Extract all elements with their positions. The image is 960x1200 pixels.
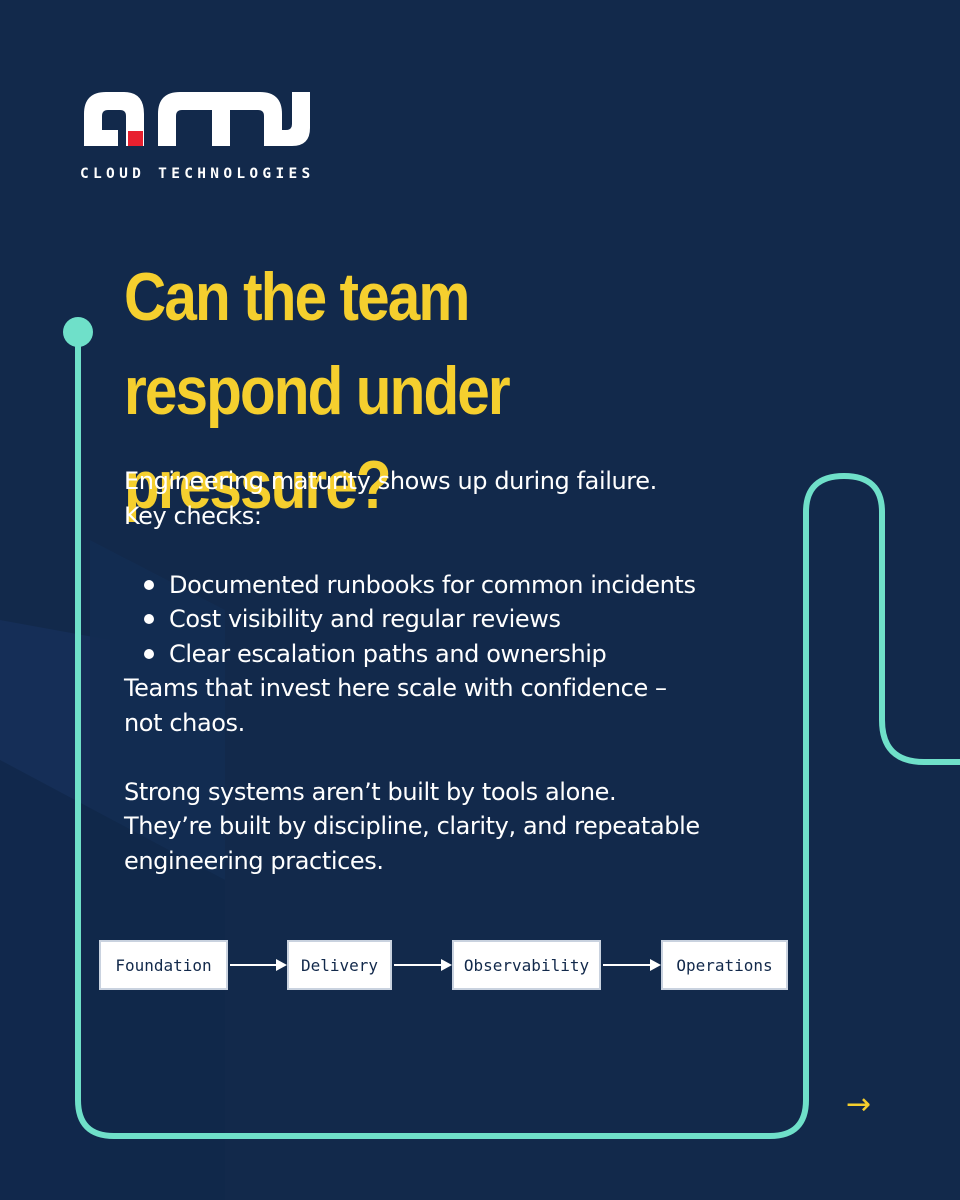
- intro-line: Engineering maturity shows up during fai…: [124, 467, 657, 495]
- amj-logo: [84, 92, 310, 146]
- outcome-line: Teams that invest here scale with confid…: [124, 674, 667, 702]
- closing-line: engineering practices.: [124, 846, 384, 875]
- list-item: Clear escalation paths and ownership: [144, 637, 824, 672]
- outcome-line: not chaos.: [124, 708, 245, 737]
- arrow-right-icon[interactable]: →: [846, 1087, 872, 1122]
- flow-arrow-icon: [601, 959, 661, 971]
- flow-step-observability: Observability: [452, 940, 601, 990]
- list-item: Cost visibility and regular reviews: [144, 602, 824, 637]
- teal-connector-line: [75, 342, 960, 1139]
- logo-tagline: CLOUD TECHNOLOGIES: [80, 166, 315, 182]
- closing-line: They’re built by discipline, clarity, an…: [124, 812, 700, 840]
- process-flow: Foundation Delivery Observability Operat…: [99, 938, 788, 992]
- flow-arrow-icon: [228, 959, 287, 971]
- intro-line: Key checks:: [124, 501, 262, 530]
- flow-step-operations: Operations: [661, 940, 788, 990]
- page-title: Can the team respond under pressure?: [124, 259, 511, 523]
- flow-step-foundation: Foundation: [99, 940, 228, 990]
- closing-line: Strong systems aren’t built by tools alo…: [124, 777, 617, 806]
- flow-step-delivery: Delivery: [287, 940, 392, 990]
- list-item: Documented runbooks for common incidents: [144, 568, 824, 603]
- body-copy: Engineering maturity shows up during fai…: [124, 464, 824, 878]
- flow-arrow-icon: [392, 959, 452, 971]
- key-checks-list: Documented runbooks for common incidents…: [124, 568, 824, 672]
- teal-connector-dot: [63, 317, 93, 347]
